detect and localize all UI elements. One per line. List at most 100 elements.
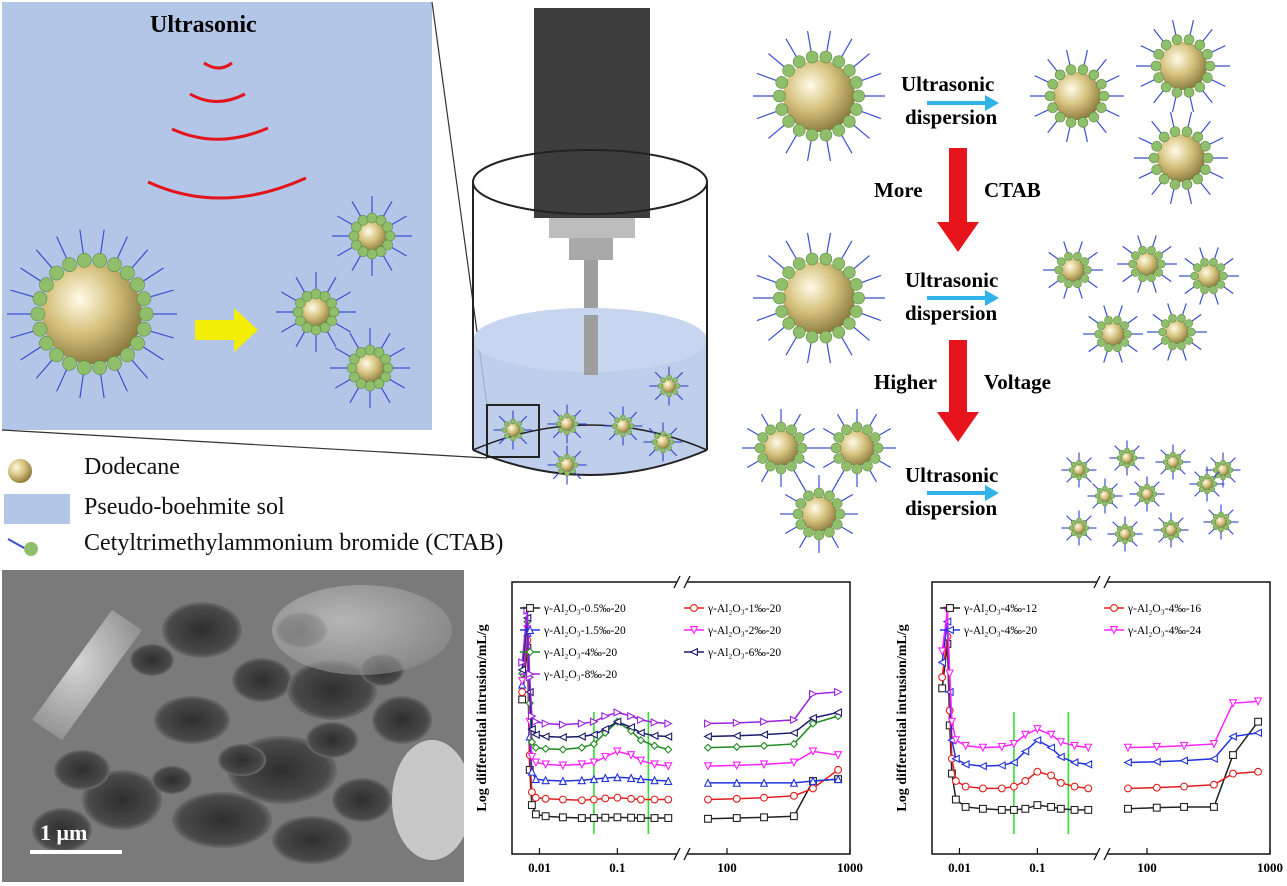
data-point <box>636 814 645 823</box>
legend-entry: γ-Al₂O₃-4‰-20 <box>520 647 617 659</box>
data-point <box>531 793 540 802</box>
x-tick-label: 1000 <box>837 860 863 875</box>
y-axis-label: Log differential intrusion/mL/g <box>475 624 490 811</box>
tiny-emulsion-droplet <box>1061 510 1097 546</box>
legend-marker <box>1109 626 1119 635</box>
data-point <box>531 758 541 768</box>
legend-label: γ-Al₂O₃-6‰-20 <box>707 647 781 659</box>
axis-break-mark <box>673 575 681 589</box>
data-point <box>541 812 550 821</box>
data-point <box>531 730 540 739</box>
series-line <box>707 711 839 738</box>
axis-break-mask <box>677 848 687 860</box>
data-point <box>1021 730 1030 740</box>
data-point <box>589 814 598 823</box>
blue-arrow-icon <box>927 290 999 306</box>
small-emulsion-droplets <box>276 196 412 408</box>
series-line <box>707 715 839 749</box>
series-γ-Al₂O₃-2‰-20 <box>517 625 843 771</box>
data-point <box>759 730 768 739</box>
data-point <box>732 731 741 741</box>
x-tick-label: 0.01 <box>528 860 551 875</box>
data-point <box>531 717 541 726</box>
legend-label: γ-Al₂O₃-4‰-16 <box>1127 603 1201 615</box>
data-point <box>1021 804 1030 813</box>
data-point <box>997 742 1007 752</box>
data-point <box>1009 758 1018 767</box>
ctab-swatch-icon <box>7 538 38 556</box>
data-point <box>1209 739 1219 749</box>
data-point <box>732 742 741 752</box>
data-point <box>808 719 818 728</box>
data-point <box>732 778 742 787</box>
data-point <box>664 745 673 754</box>
data-point <box>531 743 541 752</box>
data-point <box>1124 804 1132 813</box>
x-tick-label: 1000 <box>1257 860 1283 875</box>
legend-marker <box>525 625 535 634</box>
data-point <box>1033 725 1042 734</box>
data-point <box>703 778 713 787</box>
data-point <box>1056 778 1065 787</box>
data-point <box>1047 802 1056 811</box>
legend-entry: γ-Al₂O₃-2‰-20 <box>684 625 781 637</box>
data-point <box>600 724 610 734</box>
data-point <box>589 758 599 768</box>
data-point <box>809 689 818 699</box>
data-point <box>1254 717 1263 726</box>
data-point <box>1046 730 1056 740</box>
data-point <box>612 717 622 726</box>
data-point <box>834 687 843 697</box>
data-point <box>527 767 537 776</box>
data-point <box>951 754 960 764</box>
data-point <box>636 715 646 725</box>
legend-label: γ-Al₂O₃-4‰-24 <box>1127 625 1201 637</box>
data-point <box>558 732 567 742</box>
arrow2-label-right: Voltage <box>984 370 1051 394</box>
data-point <box>1228 732 1237 741</box>
small-emulsion-droplet <box>742 409 820 487</box>
data-point <box>1083 760 1093 769</box>
data-point <box>1033 801 1042 810</box>
data-point <box>541 794 550 803</box>
data-point <box>636 756 646 766</box>
data-point <box>1152 783 1161 792</box>
data-point <box>518 688 527 697</box>
legend-marker <box>946 604 954 612</box>
data-point <box>978 804 987 813</box>
data-point <box>938 673 947 682</box>
legend-entry: γ-Al₂O₃-0.5‰-20 <box>520 603 626 615</box>
data-point <box>650 760 659 769</box>
medium-emulsion-droplet <box>1030 50 1124 142</box>
data-point <box>1179 741 1189 751</box>
data-point <box>1009 739 1019 749</box>
data-point <box>1152 803 1161 812</box>
data-point <box>1021 777 1030 785</box>
large-emulsion-droplet <box>7 229 177 399</box>
small-emulsion-droplet <box>330 328 410 408</box>
data-point <box>833 774 843 784</box>
ultrasonic-panel-art <box>7 61 412 408</box>
data-point <box>663 776 673 785</box>
zoom-box <box>486 404 540 458</box>
data-point <box>527 801 536 810</box>
step3-label-1: Ultrasonic <box>905 463 999 487</box>
data-point <box>1254 767 1263 776</box>
data-point <box>1009 805 1018 814</box>
data-point <box>650 741 659 750</box>
data-point <box>759 760 769 769</box>
data-point <box>518 658 527 667</box>
beaker-droplet <box>493 410 533 450</box>
scale-bar-label: 1 μm <box>40 820 88 845</box>
large-emulsion-droplet <box>7 229 177 399</box>
legend-entry: γ-Al₂O₃-8‰-20 <box>520 669 617 681</box>
data-point <box>789 728 798 738</box>
axis-break-mask <box>1097 848 1107 860</box>
step2-label-2: dispersion <box>905 301 998 325</box>
legend-entry: γ-Al₂O₃-4‰-20 <box>940 625 1037 637</box>
data-point <box>1152 757 1161 767</box>
legend-entry: γ-Al₂O₃-4‰-16 <box>1104 603 1201 615</box>
legend-marker <box>1110 604 1118 612</box>
legend-entry: γ-Al₂O₃-4‰-12 <box>940 603 1037 615</box>
